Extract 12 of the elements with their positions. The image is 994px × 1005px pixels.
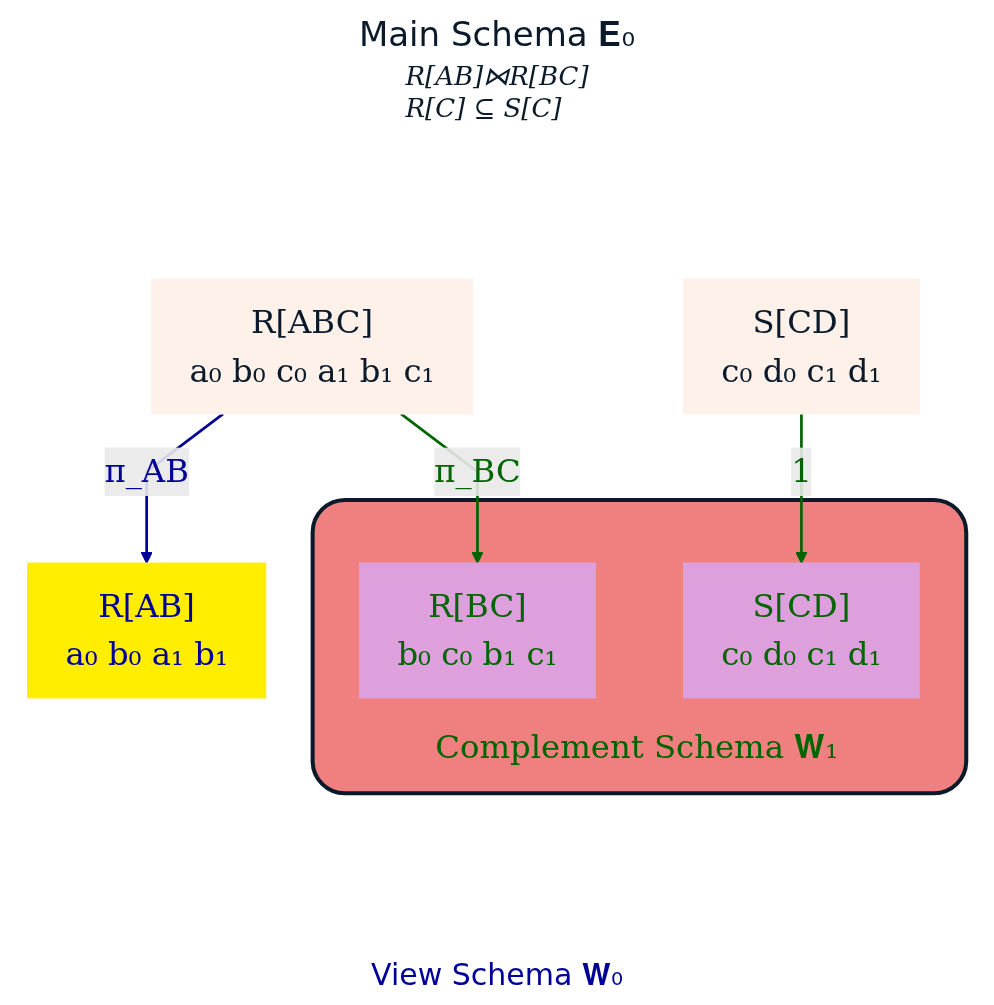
edge-label: π_BC (434, 452, 521, 491)
node-box: S[CD] c₀ d₀ c₁ d₁ (683, 562, 920, 699)
node-box: R[BC] b₀ c₀ b₁ c₁ (359, 562, 596, 699)
constraint-text: R[AB]⋈R[BC] (405, 61, 589, 91)
constraint-text: R[C] ⊆ S[C] (405, 93, 563, 123)
node-box: R[ABC] a₀ b₀ c₀ a₁ b₁ c₁ (151, 278, 473, 415)
node-box: R[AB] a₀ b₀ a₁ b₁ (27, 562, 267, 699)
node-box: S[CD] c₀ d₀ c₁ d₁ (683, 278, 920, 415)
edge-label: 1 (791, 452, 812, 491)
schema-caption: View Schema 𝐖₀ (371, 957, 623, 993)
edge-label: π_AB (104, 452, 189, 491)
diagram-title: Main Schema 𝐄₀ (358, 14, 636, 55)
